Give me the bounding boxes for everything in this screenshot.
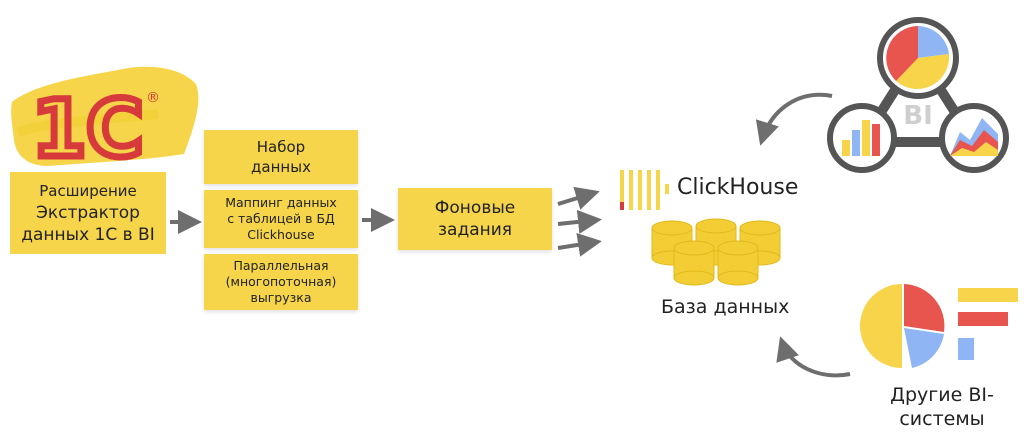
background-jobs-box: Фоновые задания bbox=[398, 188, 552, 250]
step-dataset-line2: данных bbox=[251, 158, 311, 176]
arrow-icon bbox=[557, 186, 600, 210]
step-parallel: Параллельная (многопоточная) выгрузка bbox=[204, 254, 358, 310]
arrow-icon bbox=[557, 232, 602, 257]
step-mapping: Маппинг данных с таблицей в БД Clickhous… bbox=[204, 190, 358, 248]
background-jobs-line1: Фоновые bbox=[434, 198, 516, 218]
arrow-icon bbox=[776, 336, 851, 378]
bi-triangle-icon: BI bbox=[827, 17, 1009, 173]
other-bi-line1: Другие BI- bbox=[890, 384, 994, 406]
extension-name-line1: Экстрактор bbox=[36, 203, 140, 223]
step-mapping-line2: с таблицей в БД bbox=[227, 211, 335, 226]
step-parallel-line1: Параллельная bbox=[233, 258, 329, 273]
database-coins-icon bbox=[651, 218, 781, 286]
other-bi-icon bbox=[860, 284, 1018, 368]
other-bi-label: Другие BI- системы bbox=[882, 383, 1002, 431]
background-jobs-line2: задания bbox=[437, 220, 513, 240]
bi-label: BI bbox=[903, 101, 933, 131]
clickhouse-logo-icon bbox=[620, 170, 669, 210]
1c-logo-icon: 1С ® bbox=[11, 66, 199, 179]
arrow-icon bbox=[557, 209, 602, 234]
extension-name-line2: данных 1С в BI bbox=[21, 225, 155, 245]
clickhouse-name: ClickHouse bbox=[677, 175, 799, 200]
other-bi-line2: системы bbox=[899, 408, 985, 430]
step-parallel-line2: (многопоточная) bbox=[225, 274, 337, 289]
extension-box: Расширение Экстрактор данных 1С в BI bbox=[10, 172, 166, 254]
step-mapping-line1: Маппинг данных bbox=[225, 195, 337, 210]
step-parallel-line3: выгрузка bbox=[250, 290, 312, 305]
logo-text: 1С bbox=[32, 85, 144, 175]
registered-mark: ® bbox=[146, 90, 160, 106]
step-dataset: Набор данных bbox=[204, 130, 358, 184]
extension-title: Расширение bbox=[39, 182, 137, 200]
step-mapping-line3: Clickhouse bbox=[247, 227, 315, 242]
database-label: База данных bbox=[661, 296, 790, 318]
step-dataset-line1: Набор bbox=[256, 138, 306, 156]
arrow-icon bbox=[755, 92, 833, 146]
